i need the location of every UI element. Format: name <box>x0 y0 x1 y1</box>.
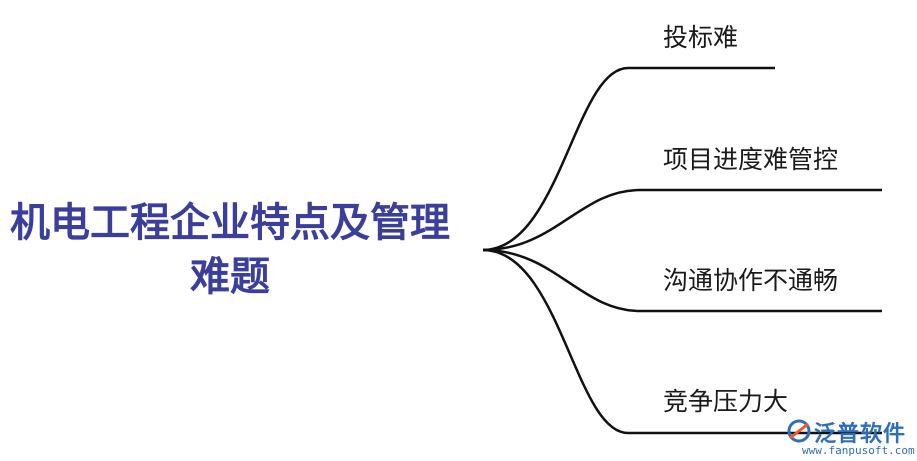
connector-3 <box>482 248 882 313</box>
branch-label-1: 投标难 <box>663 23 739 52</box>
connector-1 <box>482 66 775 252</box>
branch-label-3: 沟通协作不通畅 <box>663 266 839 295</box>
connector-2 <box>482 188 882 252</box>
branch-label-4: 竞争压力大 <box>663 387 789 416</box>
watermark-url: www.fanpusoft.com <box>802 444 915 457</box>
watermark-brand: 泛普软件 <box>814 422 907 447</box>
root-node-title: 机电工程企业特点及管理难题 <box>10 200 450 300</box>
connector-4 <box>482 248 882 435</box>
watermark-logo: 泛普软件 www.fanpusoft.com <box>786 412 915 458</box>
brand-mark-icon <box>787 419 811 443</box>
branch-label-2: 项目进度难管控 <box>663 145 839 174</box>
